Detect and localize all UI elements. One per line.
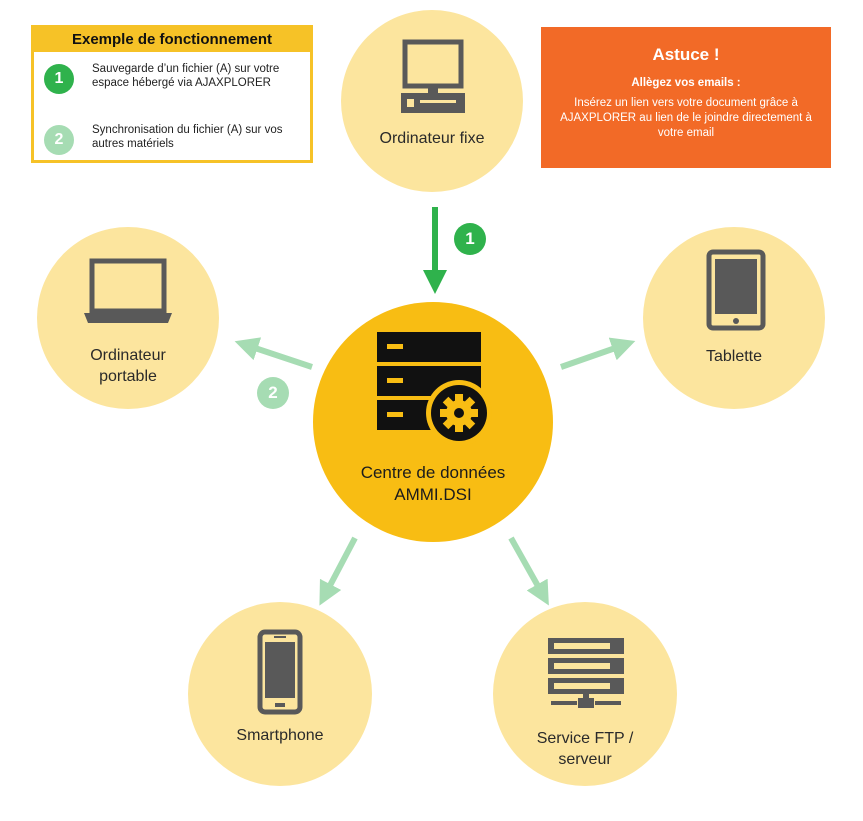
tip-body: Insérez un lien vers votre document grâc…	[560, 97, 812, 139]
smartphone-icon	[257, 629, 303, 715]
tablet-icon	[706, 249, 766, 331]
legend-text: Synchronisation du fichier (A) sur vos a…	[92, 124, 283, 150]
arrow-center-to-laptop	[234, 337, 313, 370]
node-label: Ordinateur fixe	[379, 130, 485, 147]
legend-badge: 2	[44, 125, 74, 155]
legend-title: Exemple de fonctionnement	[34, 28, 310, 52]
node-ftp: Service FTP / serveur	[493, 602, 677, 786]
desktop-computer-icon	[401, 39, 465, 113]
ftp-server-icon	[548, 638, 624, 708]
node-tablet: Tablette	[643, 227, 825, 409]
laptop-icon	[84, 258, 172, 323]
arrow-center-to-tablet	[560, 337, 636, 370]
step-badge-upload: 1	[454, 223, 486, 255]
tip-box: Astuce ! Allègez vos emails : Insérez un…	[541, 27, 831, 168]
node-laptop: Ordinateur portable	[37, 227, 219, 409]
node-desktop: Ordinateur fixe	[341, 10, 523, 192]
node-smartphone: Smartphone	[188, 602, 372, 786]
arrow-center-to-smartphone	[319, 536, 358, 606]
step-badge-sync: 2	[257, 377, 289, 409]
node-label: Smartphone	[236, 727, 324, 744]
node-label: Tablette	[705, 348, 763, 365]
server-gear-icon	[377, 332, 492, 446]
tip-subtitle: Allègez vos emails :	[631, 77, 741, 89]
node-label: Centre de données AMMI.DSI	[360, 463, 506, 504]
legend-text: Sauvegarde d’un fichier (A) sur votre es…	[92, 63, 280, 89]
node-label: Ordinateur portable	[90, 347, 166, 385]
node-center: Centre de données AMMI.DSI	[313, 302, 553, 542]
node-label: Service FTP / serveur	[536, 730, 634, 768]
arrow-center-to-ftp	[508, 536, 549, 606]
legend-badge: 1	[44, 64, 74, 94]
tip-title: Astuce !	[652, 45, 720, 64]
legend-box: Exemple de fonctionnement 1 Sauvegarde d…	[31, 25, 313, 163]
